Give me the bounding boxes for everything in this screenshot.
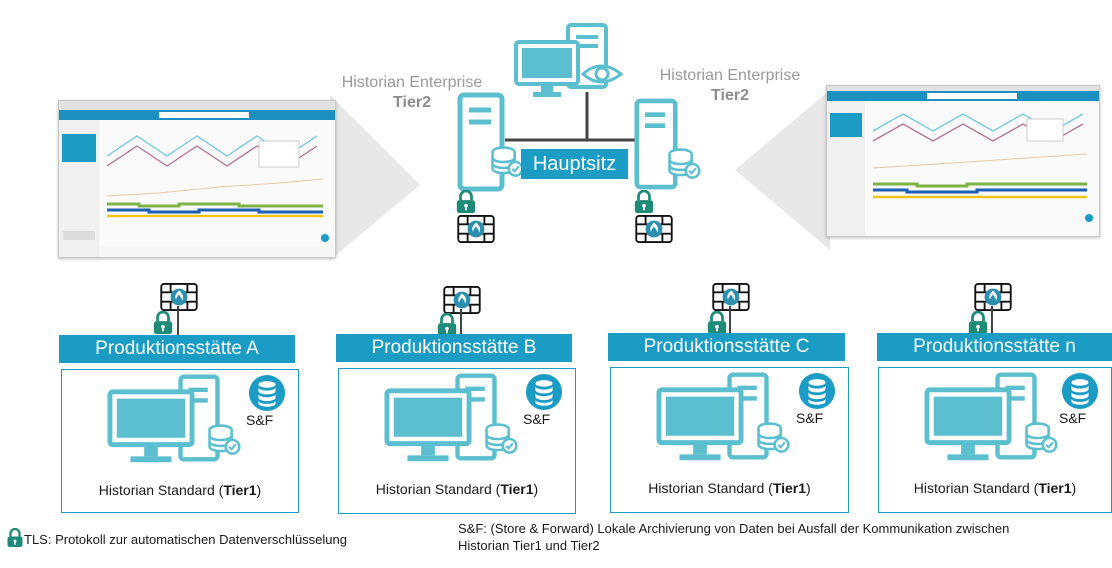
connector-line	[177, 306, 179, 336]
sf-label: S&F	[796, 410, 824, 426]
firewall-icon	[633, 215, 675, 243]
dashboard-chart-image-right	[827, 86, 1099, 236]
lock-icon	[967, 311, 989, 335]
enterprise-label-left: Historian Enterprise Tier2	[312, 72, 512, 112]
firewall-icon	[972, 283, 1014, 311]
firewall-icon	[158, 283, 200, 311]
hq-database-left-icon	[490, 146, 524, 178]
connector-line	[729, 306, 731, 333]
connector-line	[991, 306, 993, 333]
site-name: Produktionsstätte A	[59, 335, 295, 363]
std-label-text: Historian Standard (	[375, 481, 501, 497]
site-box: S&F Historian Standard (Tier1)	[338, 368, 576, 514]
sf-label: S&F	[246, 412, 274, 428]
dashboard-screenshot-right	[826, 85, 1100, 237]
dashboard-chart-image	[59, 101, 335, 257]
historian-standard-label: Historian Standard (Tier1)	[62, 482, 298, 498]
enterprise-name: Historian Enterprise	[341, 74, 483, 91]
enterprise-name: Historian Enterprise	[659, 67, 801, 84]
std-label-close: )	[256, 482, 262, 498]
enterprise-tier: Tier2	[393, 94, 431, 111]
store-forward-icon	[1061, 372, 1099, 410]
lock-icon	[706, 311, 728, 335]
store-forward-icon	[525, 373, 563, 411]
tls-legend: TLS: Protokoll zur automatischen Datenve…	[24, 532, 347, 547]
std-label-text: Historian Standard (	[648, 480, 773, 496]
site-name: Produktionsstätte n	[877, 333, 1112, 361]
site-box: S&F Historian Standard (Tier1)	[878, 367, 1112, 513]
historian-standard-label: Historian Standard (Tier1)	[339, 481, 575, 497]
std-tier: Tier1	[1038, 480, 1072, 496]
callout-shapes	[330, 90, 830, 260]
sf-label: S&F	[523, 411, 551, 427]
monitor-icon	[656, 386, 744, 466]
site-box: S&F Historian Standard (Tier1)	[61, 369, 299, 513]
enterprise-tier: Tier2	[711, 87, 749, 104]
sf-legend: S&F: (Store & Forward) Lokale Archivieru…	[458, 520, 1108, 554]
monitor-icon	[107, 388, 195, 468]
sf-label: S&F	[1059, 410, 1087, 426]
database-icon	[756, 422, 790, 454]
std-tier: Tier1	[500, 481, 534, 497]
tls-lock-icon	[6, 528, 24, 548]
database-icon	[207, 424, 241, 456]
enterprise-label-right: Historian Enterprise Tier2	[630, 65, 830, 105]
store-forward-icon	[248, 374, 286, 412]
historian-standard-label: Historian Standard (Tier1)	[879, 480, 1111, 496]
monitor-icon	[924, 386, 1012, 466]
hq-client-workstation-icon	[514, 23, 624, 97]
site-box: S&F Historian Standard (Tier1)	[610, 367, 849, 513]
sf-legend-line1: S&F: (Store & Forward) Lokale Archivieru…	[458, 521, 1010, 536]
firewall-icon	[441, 286, 483, 314]
dashboard-screenshot-left	[58, 100, 336, 258]
std-label-text: Historian Standard (	[98, 482, 224, 498]
hq-label: Hauptsitz	[521, 149, 628, 179]
firewall-icon	[455, 215, 497, 243]
lock-icon	[633, 190, 655, 214]
hq-database-right-icon	[667, 148, 701, 180]
std-tier: Tier1	[223, 482, 257, 498]
sf-legend-line2: Historian Tier1 und Tier2	[458, 538, 600, 553]
std-tier: Tier1	[772, 480, 807, 496]
database-icon	[1024, 422, 1058, 454]
store-forward-icon	[798, 372, 836, 410]
site-name: Produktionsstätte B	[336, 334, 572, 362]
std-label-text: Historian Standard (	[913, 480, 1039, 496]
std-label-close: )	[1071, 480, 1077, 496]
monitor-icon	[384, 387, 472, 467]
std-label-close: )	[533, 481, 539, 497]
connector-line	[460, 309, 462, 334]
lock-icon	[152, 311, 174, 335]
lock-icon	[455, 190, 477, 214]
std-label-close: )	[806, 480, 811, 496]
database-icon	[484, 423, 518, 455]
firewall-icon	[710, 283, 752, 311]
site-name: Produktionsstätte C	[608, 333, 845, 361]
historian-standard-label: Historian Standard (Tier1)	[611, 480, 848, 496]
